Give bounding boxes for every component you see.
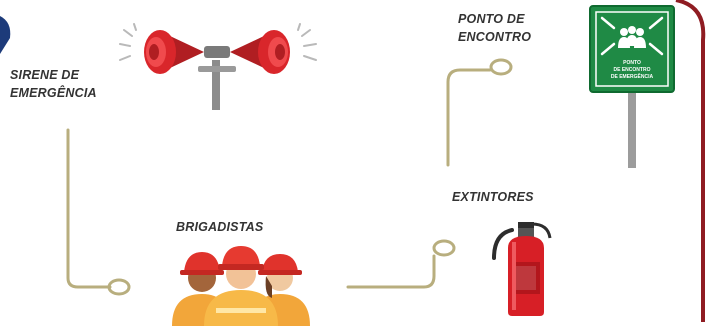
firefighters-icon — [172, 246, 310, 326]
red-frame-border — [675, 0, 706, 322]
connector-node-ponto — [489, 58, 513, 76]
siren-icon — [119, 23, 317, 110]
label-extintores: EXTINTORES — [452, 190, 534, 204]
label-sirene-line-2: EMERGÊNCIA — [10, 86, 97, 100]
connector-brigadistas-extintores — [346, 254, 436, 289]
label-ponto-line-2: ENCONTRO — [458, 30, 532, 44]
label-sirene-line-1: SIRENE DE — [10, 68, 80, 82]
fire-extinguisher-icon — [492, 222, 552, 316]
connector-sirene-brigadistas — [66, 128, 112, 289]
sign-line-2: DE ENCONTRO — [614, 67, 651, 73]
connector-node-brigadistas — [107, 278, 131, 296]
label-ponto-de-encontro: PONTO DE ENCONTRO — [458, 10, 531, 46]
label-ponto-line-1: PONTO DE — [458, 12, 525, 26]
meeting-point-sign-icon: PONTO DE ENCONTRO DE EMERGÊNCIA — [589, 5, 675, 168]
connector-extintores-ponto — [446, 68, 492, 167]
sign-line-3: DE EMERGÊNCIA — [611, 72, 654, 80]
sign-line-1: PONTO — [623, 60, 641, 66]
label-sirene-de-emergencia: SIRENE DE EMERGÊNCIA — [10, 66, 97, 102]
corner-shape — [0, 16, 11, 54]
connector-node-extintores — [432, 239, 456, 257]
label-brigadistas: BRIGADISTAS — [176, 220, 264, 234]
